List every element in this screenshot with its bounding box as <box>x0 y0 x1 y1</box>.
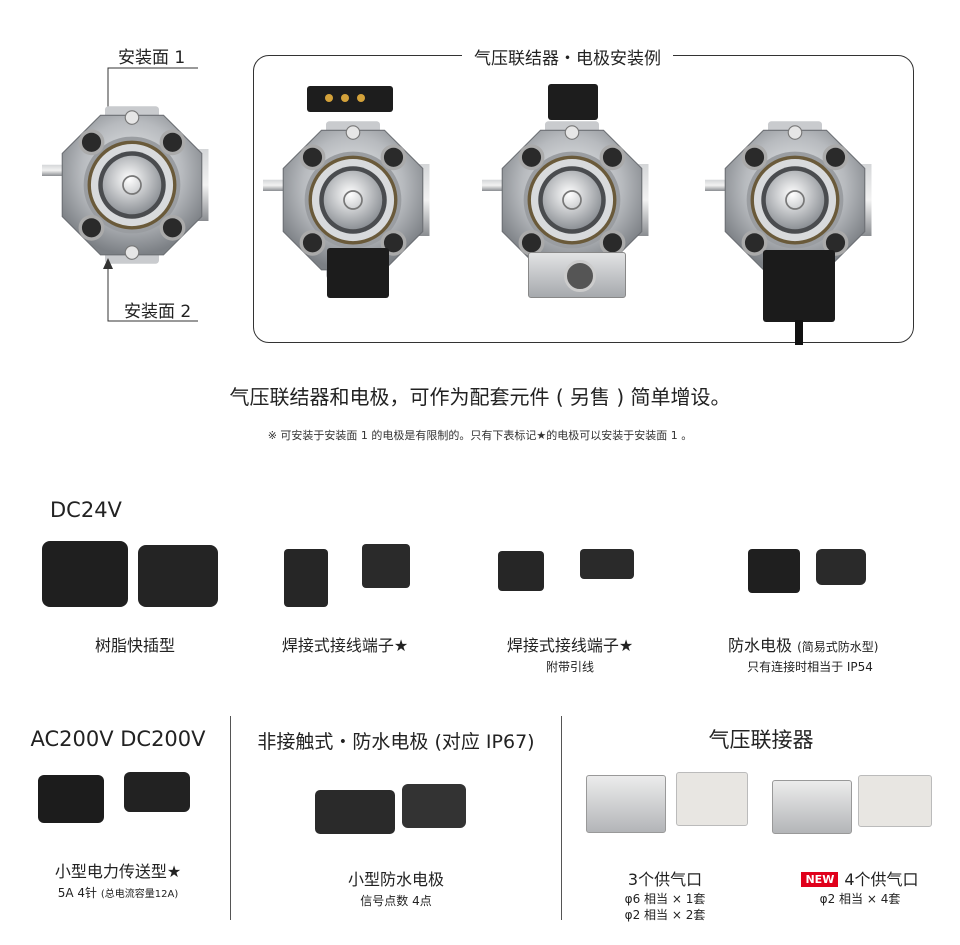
sub-waterproof-electrode: 只有连接时相当于 IP54 <box>747 660 873 674</box>
product-waterproof-a <box>748 549 800 593</box>
example-unit-with-waterproof-electrode <box>705 80 885 345</box>
product-solder-lead-b <box>580 549 634 579</box>
mount-face-2-label: 安装面 2 <box>124 302 192 322</box>
caption-air-4port-text: 4个供气口 <box>844 870 919 889</box>
caption-waterproof-note: (简易式防水型) <box>797 640 879 654</box>
divider-2 <box>561 716 562 920</box>
product-waterproof-b <box>816 549 866 585</box>
product-solder-terminal-a <box>284 549 328 607</box>
caption-solder-terminal-lead: 焊接式接线端子★ <box>506 636 634 655</box>
product-noncontact-a <box>315 790 395 834</box>
product-air-4port-b <box>858 775 932 827</box>
product-noncontact-b <box>402 784 466 828</box>
sub-air-3port-1: φ6 相当 × 1套 <box>624 892 706 906</box>
example-unit-with-air-joint <box>482 80 662 310</box>
sub-air-3port-2: φ2 相当 × 2套 <box>624 908 706 922</box>
example-unit-with-electrode <box>263 80 443 310</box>
sub-solder-terminal-lead: 附带引线 <box>545 660 594 674</box>
product-power-b <box>124 772 190 812</box>
product-air-3port-b <box>676 772 748 826</box>
sub-power-note: (总电流容量12A) <box>100 889 179 900</box>
product-solder-terminal-b <box>362 544 410 588</box>
air-heading: 气压联接器 <box>708 728 814 752</box>
noncontact-heading: 非接触式・防水电极 (对应 IP67) <box>257 731 535 753</box>
mount-face-1-label: 安装面 1 <box>118 48 186 68</box>
intro-headline: 气压联结器和电极，可作为配套元件 ( 另售 ) 简单增设。 <box>229 385 731 409</box>
tool-changer-unit <box>42 104 211 266</box>
sub-power-main: 5A 4针 <box>57 886 98 900</box>
product-solder-lead-a <box>498 551 544 591</box>
sub-noncontact: 信号点数 4点 <box>360 894 432 908</box>
dc24-heading: DC24V <box>50 498 122 522</box>
sub-power: 5A 4针 (总电流容量12A) <box>18 884 218 901</box>
caption-waterproof-main: 防水电极 <box>728 636 793 655</box>
caption-solder-terminal: 焊接式接线端子★ <box>281 636 409 655</box>
mount-face-2-leader <box>103 258 198 322</box>
example-title: 气压联结器・电极安装例 <box>462 44 673 69</box>
caption-air-4port: NEW 4个供气口 <box>780 866 940 890</box>
caption-noncontact: 小型防水电极 <box>347 870 444 889</box>
product-power-a <box>38 775 104 823</box>
sub-air-4port: φ2 相当 × 4套 <box>819 892 901 906</box>
product-resin-plug-a <box>42 541 128 607</box>
caption-power: 小型电力传送型★ <box>54 862 182 881</box>
caption-air-3port: 3个供气口 <box>627 870 703 889</box>
divider-1 <box>230 716 231 920</box>
product-air-3port-a <box>586 775 666 833</box>
product-resin-plug-b <box>138 545 218 607</box>
intro-note: ※ 可安装于安装面 1 的电极是有限制的。只有下表标记★的电极可以安装于安装面 … <box>267 429 693 442</box>
new-badge: NEW <box>801 872 839 887</box>
caption-waterproof-electrode: 防水电极 (简易式防水型) <box>728 632 878 656</box>
ac200-heading: AC200V DC200V <box>30 727 206 751</box>
caption-resin-plug: 树脂快插型 <box>94 636 175 655</box>
product-air-4port-a <box>772 780 852 834</box>
